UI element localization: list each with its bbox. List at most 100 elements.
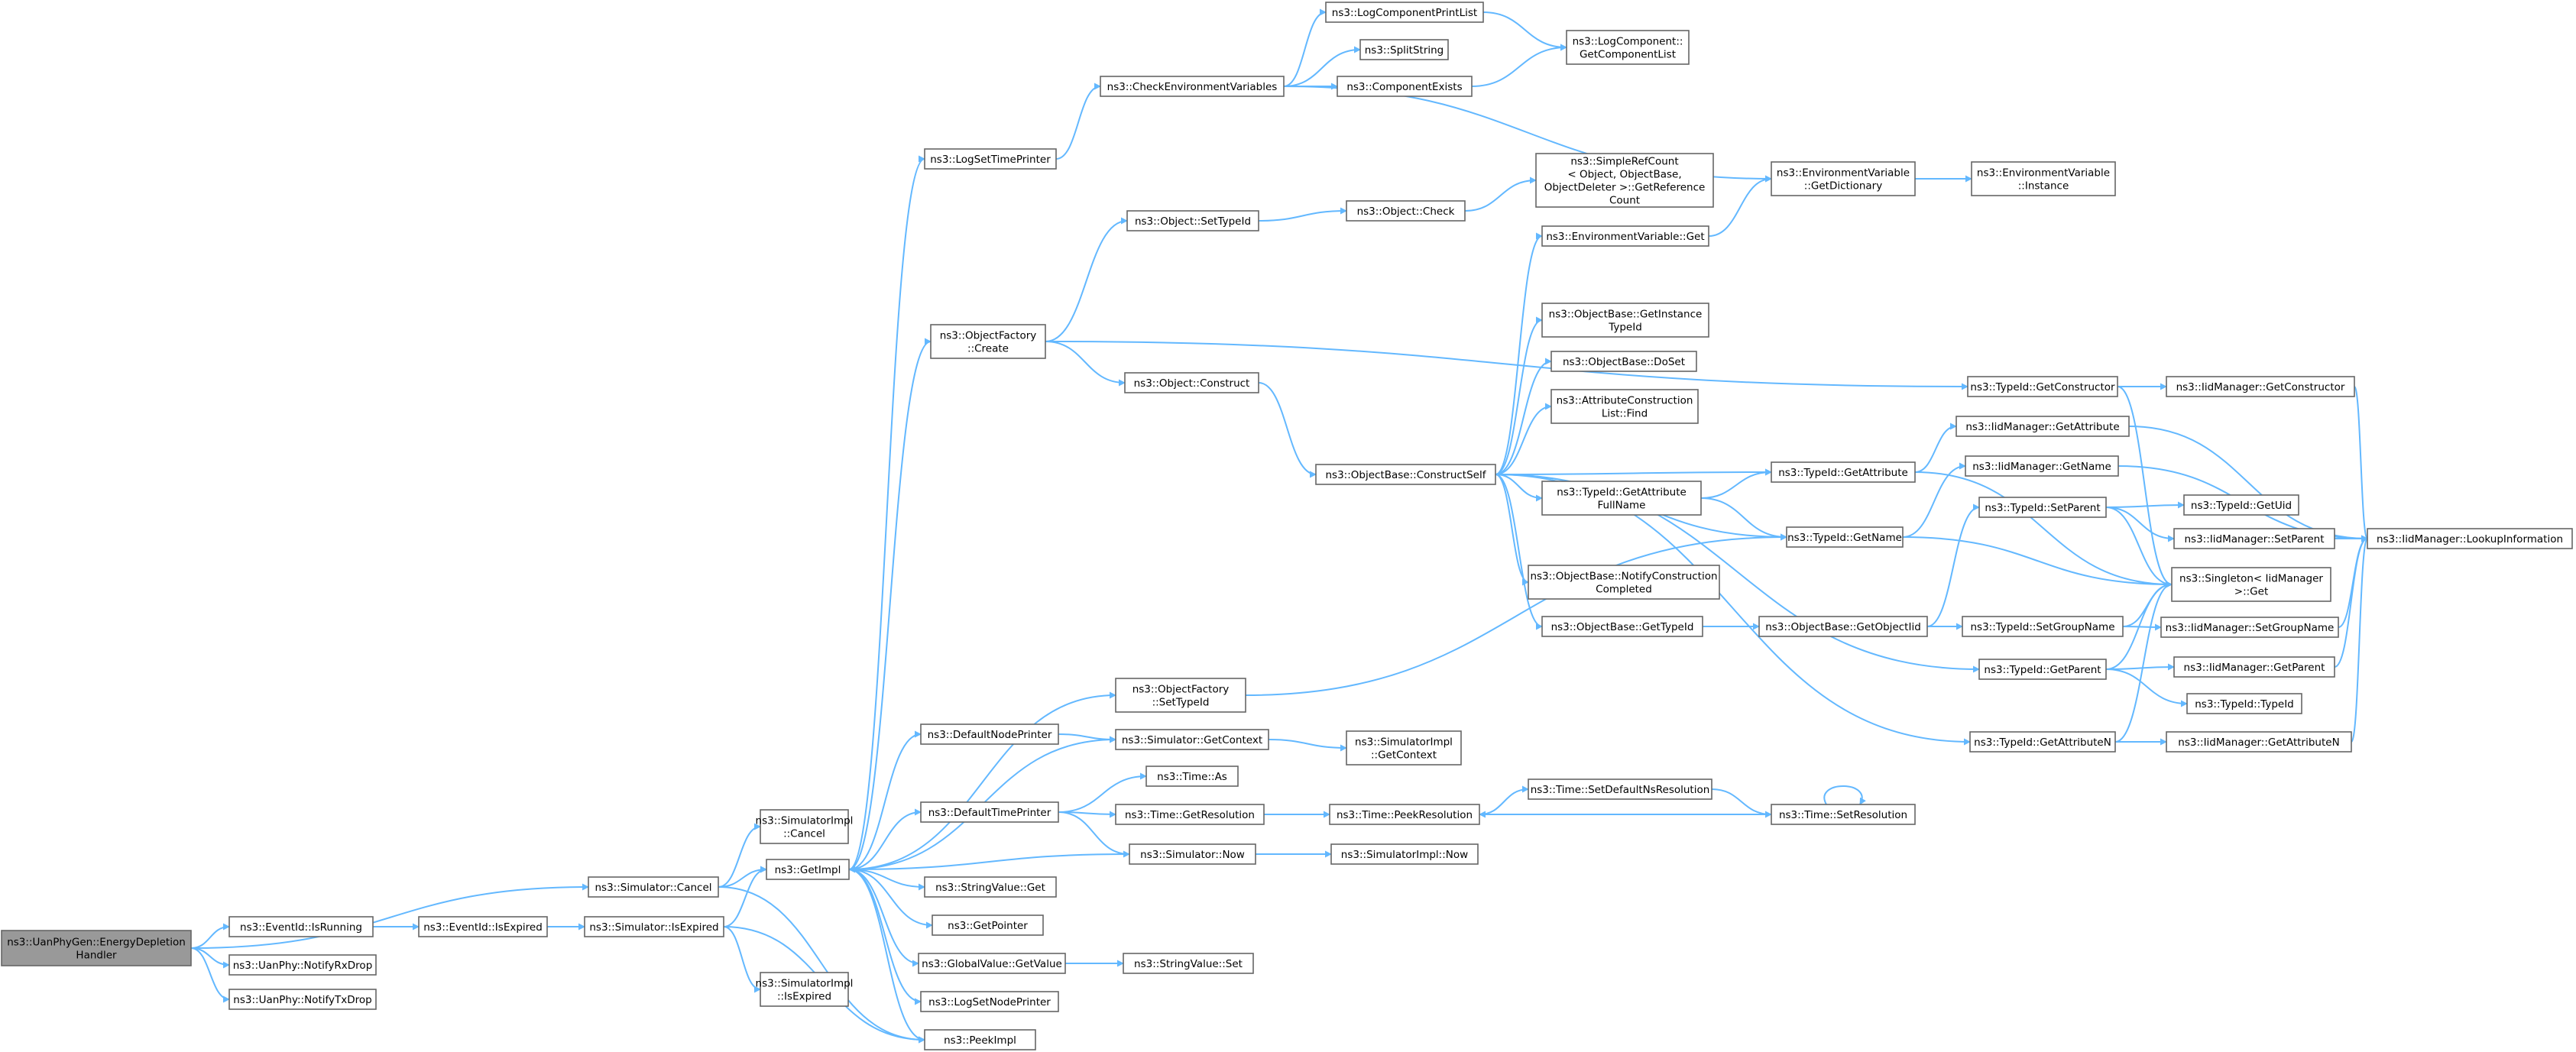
node-box <box>1329 804 1480 825</box>
node-iidLookupInfo[interactable]: ns3::IidManager::LookupInformation <box>2367 528 2573 549</box>
node-label-line: ns3::TypeId::GetName <box>1787 532 1902 544</box>
node-getImpl[interactable]: ns3::GetImpl <box>766 859 850 880</box>
node-simImplGetContext[interactable]: ns3::SimulatorImpl::GetContext <box>1346 730 1462 766</box>
edge-iidGetConstructor-to-iidLookupInfo <box>2354 386 2368 542</box>
node-timeSetResolution[interactable]: ns3::Time::SetResolution <box>1771 804 1916 825</box>
edge-defaultNodePrinter-to-simGetContext <box>1058 733 1116 743</box>
node-box <box>760 972 849 1007</box>
node-checkEnvVars[interactable]: ns3::CheckEnvironmentVariables <box>1100 76 1285 97</box>
node-objBaseNotifyConstr[interactable]: ns3::ObjectBase::NotifyConstructionCompl… <box>1528 565 1720 600</box>
node-defaultTimePrinter[interactable]: ns3::DefaultTimePrinter <box>920 801 1059 823</box>
node-simCancel[interactable]: ns3::Simulator::Cancel <box>588 876 719 898</box>
node-typeIdSetParent[interactable]: ns3::TypeId::SetParent <box>1978 497 2107 518</box>
node-typeIdGetName[interactable]: ns3::TypeId::GetName <box>1786 526 1904 548</box>
node-iidSetParent[interactable]: ns3::IidManager::SetParent <box>2173 528 2335 549</box>
node-box <box>924 148 1057 170</box>
edge-typeIdGetAttrFullName-to-typeIdGetAttribute <box>1700 468 1772 499</box>
node-envVarGet[interactable]: ns3::EnvironmentVariable::Get <box>1541 225 1709 247</box>
node-box <box>1541 616 1703 637</box>
node-logCompGetList[interactable]: ns3::LogComponent::GetComponentList <box>1566 30 1690 65</box>
node-envVarInstance[interactable]: ns3::EnvironmentVariable::Instance <box>1971 161 2116 196</box>
node-simGetContext[interactable]: ns3::Simulator::GetContext <box>1115 729 1269 750</box>
node-timeAs[interactable]: ns3::Time::As <box>1145 766 1239 787</box>
node-label-line: ns3::SimulatorImpl <box>756 815 854 827</box>
node-box <box>1955 416 2130 437</box>
node-objBaseGetTypeId[interactable]: ns3::ObjectBase::GetTypeId <box>1541 616 1703 637</box>
node-typeIdGetUid[interactable]: ns3::TypeId::GetUid <box>2183 494 2299 516</box>
node-globalValueGetValue[interactable]: ns3::GlobalValue::GetValue <box>918 953 1066 974</box>
node-logSetNodePrinter[interactable]: ns3::LogSetNodePrinter <box>920 991 1059 1012</box>
node-notifyTx[interactable]: ns3::UanPhy::NotifyTxDrop <box>228 989 377 1010</box>
node-envVarGetDictionary[interactable]: ns3::EnvironmentVariable::GetDictionary <box>1771 161 1916 196</box>
node-objCheck[interactable]: ns3::Object::Check <box>1346 200 1466 222</box>
node-label-line: ns3::Object::SetTypeId <box>1135 215 1251 228</box>
node-label-line: ns3::EventId::IsRunning <box>240 921 362 934</box>
node-objBaseGetObjectIid[interactable]: ns3::ObjectBase::GetObjectIid <box>1758 616 1928 637</box>
node-typeIdGetParent[interactable]: ns3::TypeId::GetParent <box>1978 659 2107 680</box>
edge-root-to-notifyTx <box>190 947 230 1003</box>
node-componentExists[interactable]: ns3::ComponentExists <box>1337 76 1473 97</box>
node-eidIsRunning[interactable]: ns3::EventId::IsRunning <box>228 916 374 937</box>
edge-logCompPrintList-to-logCompGetList <box>1482 11 1567 51</box>
node-timePeekResolution[interactable]: ns3::Time::PeekResolution <box>1329 804 1480 825</box>
node-box <box>1971 161 2116 196</box>
node-label-line: List::Find <box>1602 408 1648 420</box>
node-objBaseDoSet[interactable]: ns3::ObjectBase::DoSet <box>1550 351 1697 372</box>
node-typeIdGetConstructor[interactable]: ns3::TypeId::GetConstructor <box>1967 376 2118 397</box>
node-simImplCancel[interactable]: ns3::SimulatorImpl::Cancel <box>756 809 854 844</box>
node-notifyRx[interactable]: ns3::UanPhy::NotifyRxDrop <box>228 954 377 976</box>
node-typeIdTypeId[interactable]: ns3::TypeId::TypeId <box>2186 693 2302 714</box>
node-peekImpl[interactable]: ns3::PeekImpl <box>924 1029 1036 1050</box>
node-box <box>228 954 377 976</box>
edge-objFactoryCreate-to-objConstruct <box>1045 341 1126 387</box>
edge-timePeekResolution-to-timeSetDefaultNsRes <box>1479 785 1529 815</box>
edge-timeSetResolution-to-timeSetResolution <box>1823 785 1866 805</box>
node-typeIdGetAttributeN[interactable]: ns3::TypeId::GetAttributeN <box>1969 731 2116 753</box>
node-timeSetDefaultNsRes[interactable]: ns3::Time::SetDefaultNsResolution <box>1528 778 1712 800</box>
node-iidGetParent[interactable]: ns3::IidManager::GetParent <box>2173 656 2335 678</box>
node-singletonGet[interactable]: ns3::Singleton< IidManager>::Get <box>2171 567 2331 602</box>
node-typeIdGetAttribute[interactable]: ns3::TypeId::GetAttribute <box>1771 461 1916 483</box>
edge-objCheck-to-simpleRefCount <box>1464 176 1537 212</box>
node-label-line: ns3::GetPointer <box>948 920 1028 932</box>
edge-checkEnvVars-to-splitString <box>1283 46 1361 87</box>
node-iidGetName[interactable]: ns3::IidManager::GetName <box>1965 455 2119 477</box>
node-objFactoryCreate[interactable]: ns3::ObjectFactory::Create <box>930 324 1046 359</box>
node-iidGetAttributeN[interactable]: ns3::IidManager::GetAttributeN <box>2166 731 2352 753</box>
node-box <box>1550 351 1697 372</box>
node-stringValueGet[interactable]: ns3::StringValue::Get <box>924 876 1057 898</box>
node-logSetTimePrinter[interactable]: ns3::LogSetTimePrinter <box>924 148 1057 170</box>
node-simImplNow[interactable]: ns3::SimulatorImpl::Now <box>1330 843 1479 865</box>
node-simpleRefCount[interactable]: ns3::SimpleRefCount< Object, ObjectBase,… <box>1535 153 1714 208</box>
node-objBaseConstructSelf[interactable]: ns3::ObjectBase::ConstructSelf <box>1315 464 1496 485</box>
node-label-line: ::GetDictionary <box>1804 180 1882 193</box>
node-objFactorySetTypeId[interactable]: ns3::ObjectFactory::SetTypeId <box>1115 678 1246 713</box>
node-box <box>1962 616 2124 637</box>
node-logCompPrintList[interactable]: ns3::LogComponentPrintList <box>1325 2 1484 23</box>
node-timeGetResolution[interactable]: ns3::Time::GetResolution <box>1115 804 1265 825</box>
node-label-line: ns3::IidManager::GetConstructor <box>2176 381 2345 393</box>
node-iidGetAttribute[interactable]: ns3::IidManager::GetAttribute <box>1955 416 2130 437</box>
node-eidIsExpired[interactable]: ns3::EventId::IsExpired <box>418 916 548 937</box>
node-defaultNodePrinter[interactable]: ns3::DefaultNodePrinter <box>920 723 1059 745</box>
node-label-line: ns3::IidManager::GetName <box>1972 461 2111 473</box>
node-stringValueSet[interactable]: ns3::StringValue::Set <box>1123 953 1254 974</box>
node-iidSetGroupName[interactable]: ns3::IidManager::SetGroupName <box>2160 617 2339 638</box>
node-typeIdSetGroupName[interactable]: ns3::TypeId::SetGroupName <box>1962 616 2124 637</box>
node-getPointer[interactable]: ns3::GetPointer <box>932 914 1044 936</box>
node-label-line: ns3::TypeId::SetParent <box>1985 502 2100 514</box>
node-box <box>924 1029 1036 1050</box>
node-simIsExpired[interactable]: ns3::Simulator::IsExpired <box>584 916 724 937</box>
node-iidGetConstructor[interactable]: ns3::IidManager::GetConstructor <box>2166 376 2355 397</box>
edge-objBaseConstructSelf-to-envVarGet <box>1495 232 1543 475</box>
node-simNow[interactable]: ns3::Simulator::Now <box>1129 843 1256 865</box>
node-simImplIsExpired[interactable]: ns3::SimulatorImpl::IsExpired <box>756 972 854 1007</box>
node-splitString[interactable]: ns3::SplitString <box>1359 39 1449 60</box>
node-label-line: ::Instance <box>2018 180 2069 193</box>
node-objSetTypeId[interactable]: ns3::Object::SetTypeId <box>1126 210 1259 231</box>
node-objConstruct[interactable]: ns3::Object::Construct <box>1124 372 1259 393</box>
